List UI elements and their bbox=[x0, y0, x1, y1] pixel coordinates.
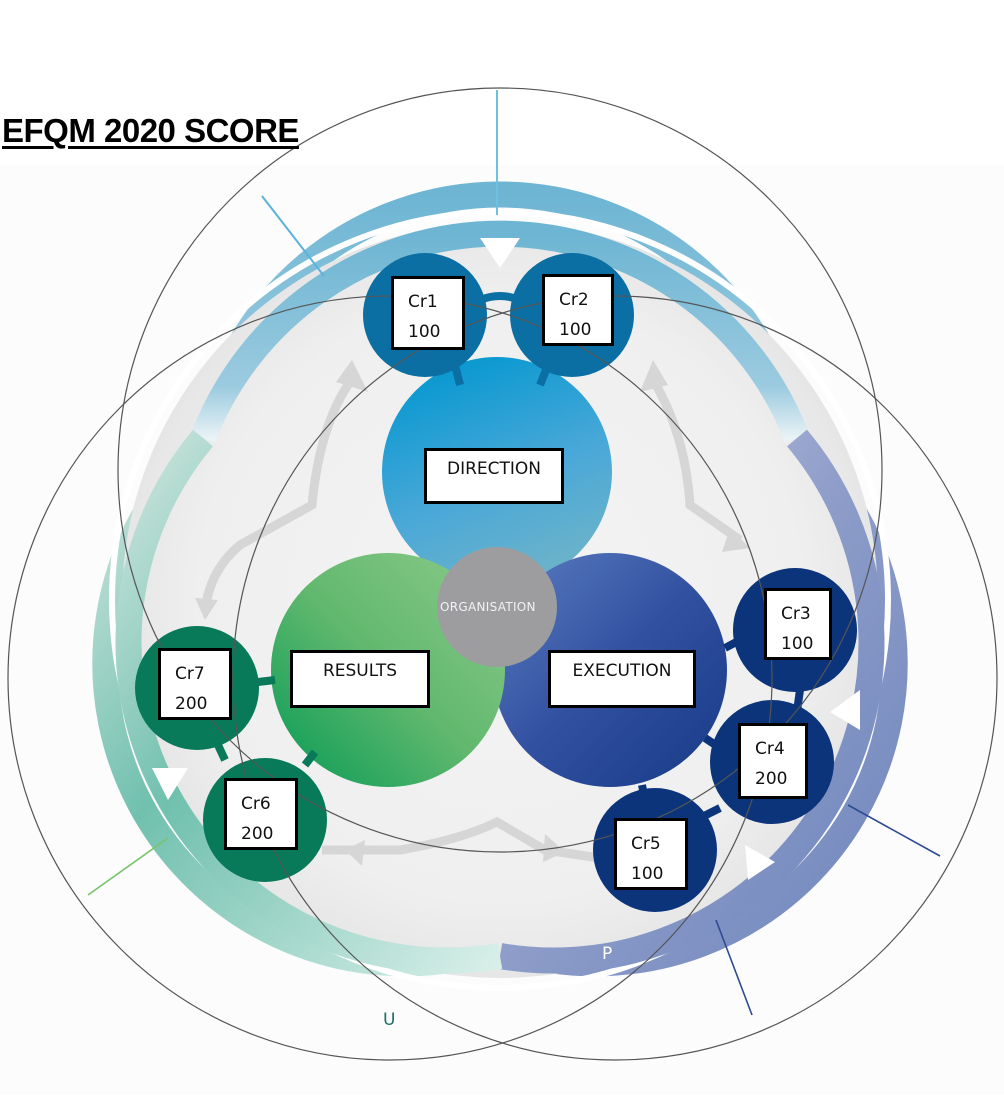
ring-execution-arc bbox=[497, 429, 885, 974]
triangle-marker-bottom-right bbox=[745, 845, 775, 880]
tick-top-left bbox=[261, 195, 325, 277]
center-label-organisation: ORGANISATION bbox=[440, 600, 536, 614]
flow-arrow-bottom bbox=[322, 816, 601, 863]
ring-label-u: U bbox=[383, 1010, 396, 1030]
pillar-label-execution: EXECUTION bbox=[548, 650, 696, 708]
criterion-box-cr5: Cr5 100 bbox=[614, 818, 688, 890]
outer-ring-front bbox=[115, 220, 885, 974]
connector-cr6-cr7 bbox=[214, 743, 229, 762]
ring-label-p: P bbox=[602, 944, 613, 964]
criterion-name-cr1: Cr1 bbox=[408, 292, 438, 312]
tick-bottom-right bbox=[715, 919, 753, 1016]
tick-bottom-left bbox=[87, 837, 169, 896]
venn-circle-top bbox=[117, 87, 883, 853]
criterion-name-cr3: Cr3 bbox=[781, 604, 811, 624]
criterion-name-cr2: Cr2 bbox=[559, 290, 589, 310]
criterion-name-cr5: Cr5 bbox=[631, 834, 661, 854]
criterion-box-cr7: Cr7 200 bbox=[158, 648, 232, 720]
arrowhead-left-bottom bbox=[345, 840, 365, 866]
criterion-box-cr1: Cr1 100 bbox=[391, 276, 465, 350]
ring-ticks bbox=[87, 90, 941, 1016]
pillar-label-results: RESULTS bbox=[290, 650, 430, 708]
pillar-label-execution-text: EXECUTION bbox=[572, 661, 672, 681]
criterion-score-cr3: 100 bbox=[781, 634, 814, 654]
criterion-name-cr6: Cr6 bbox=[241, 794, 271, 814]
arrowhead-up-left bbox=[336, 360, 368, 392]
center-circle-organisation bbox=[437, 547, 557, 667]
pillar-label-results-text: RESULTS bbox=[322, 661, 398, 681]
criterion-box-cr6: Cr6 200 bbox=[224, 778, 298, 850]
inner-disc-edge bbox=[109, 209, 891, 991]
criterion-score-cr4: 200 bbox=[755, 769, 788, 789]
criterion-box-cr3: Cr3 100 bbox=[764, 588, 832, 660]
criterion-box-cr4: Cr4 200 bbox=[738, 723, 808, 799]
connector-cr7 bbox=[257, 676, 276, 686]
venn-circles bbox=[7, 87, 998, 1061]
triangle-marker-left bbox=[152, 768, 188, 800]
ring-results-arc bbox=[115, 429, 503, 974]
connector-cr6 bbox=[301, 749, 319, 768]
arrowhead-up-right bbox=[640, 360, 668, 392]
criterion-name-cr4: Cr4 bbox=[755, 739, 785, 759]
criterion-name-cr7: Cr7 bbox=[175, 664, 205, 684]
criterion-score-cr7: 200 bbox=[175, 694, 208, 714]
tick-right bbox=[847, 804, 941, 857]
pillar-label-direction-text: DIRECTION bbox=[446, 459, 542, 479]
venn-circle-execution bbox=[232, 295, 998, 1061]
arrowhead-down-left bbox=[195, 598, 218, 620]
venn-circle-results bbox=[7, 295, 773, 1061]
triangle-marker-top bbox=[480, 238, 520, 268]
criterion-score-cr2: 100 bbox=[559, 320, 592, 340]
criterion-score-cr1: 100 bbox=[408, 322, 441, 342]
flow-arrow-left bbox=[200, 372, 359, 611]
arrowhead-down-right bbox=[722, 528, 750, 552]
flow-arrow-right bbox=[646, 372, 743, 544]
triangle-marker-right bbox=[830, 690, 860, 730]
criterion-score-cr5: 100 bbox=[631, 864, 664, 884]
criterion-box-cr2: Cr2 100 bbox=[542, 274, 614, 346]
ring-direction-arc bbox=[190, 220, 810, 443]
diagram-title: EFQM 2020 SCORE bbox=[2, 112, 299, 149]
criterion-score-cr6: 200 bbox=[241, 824, 274, 844]
pillar-label-direction: DIRECTION bbox=[424, 448, 564, 504]
flow-arrows bbox=[200, 372, 743, 863]
